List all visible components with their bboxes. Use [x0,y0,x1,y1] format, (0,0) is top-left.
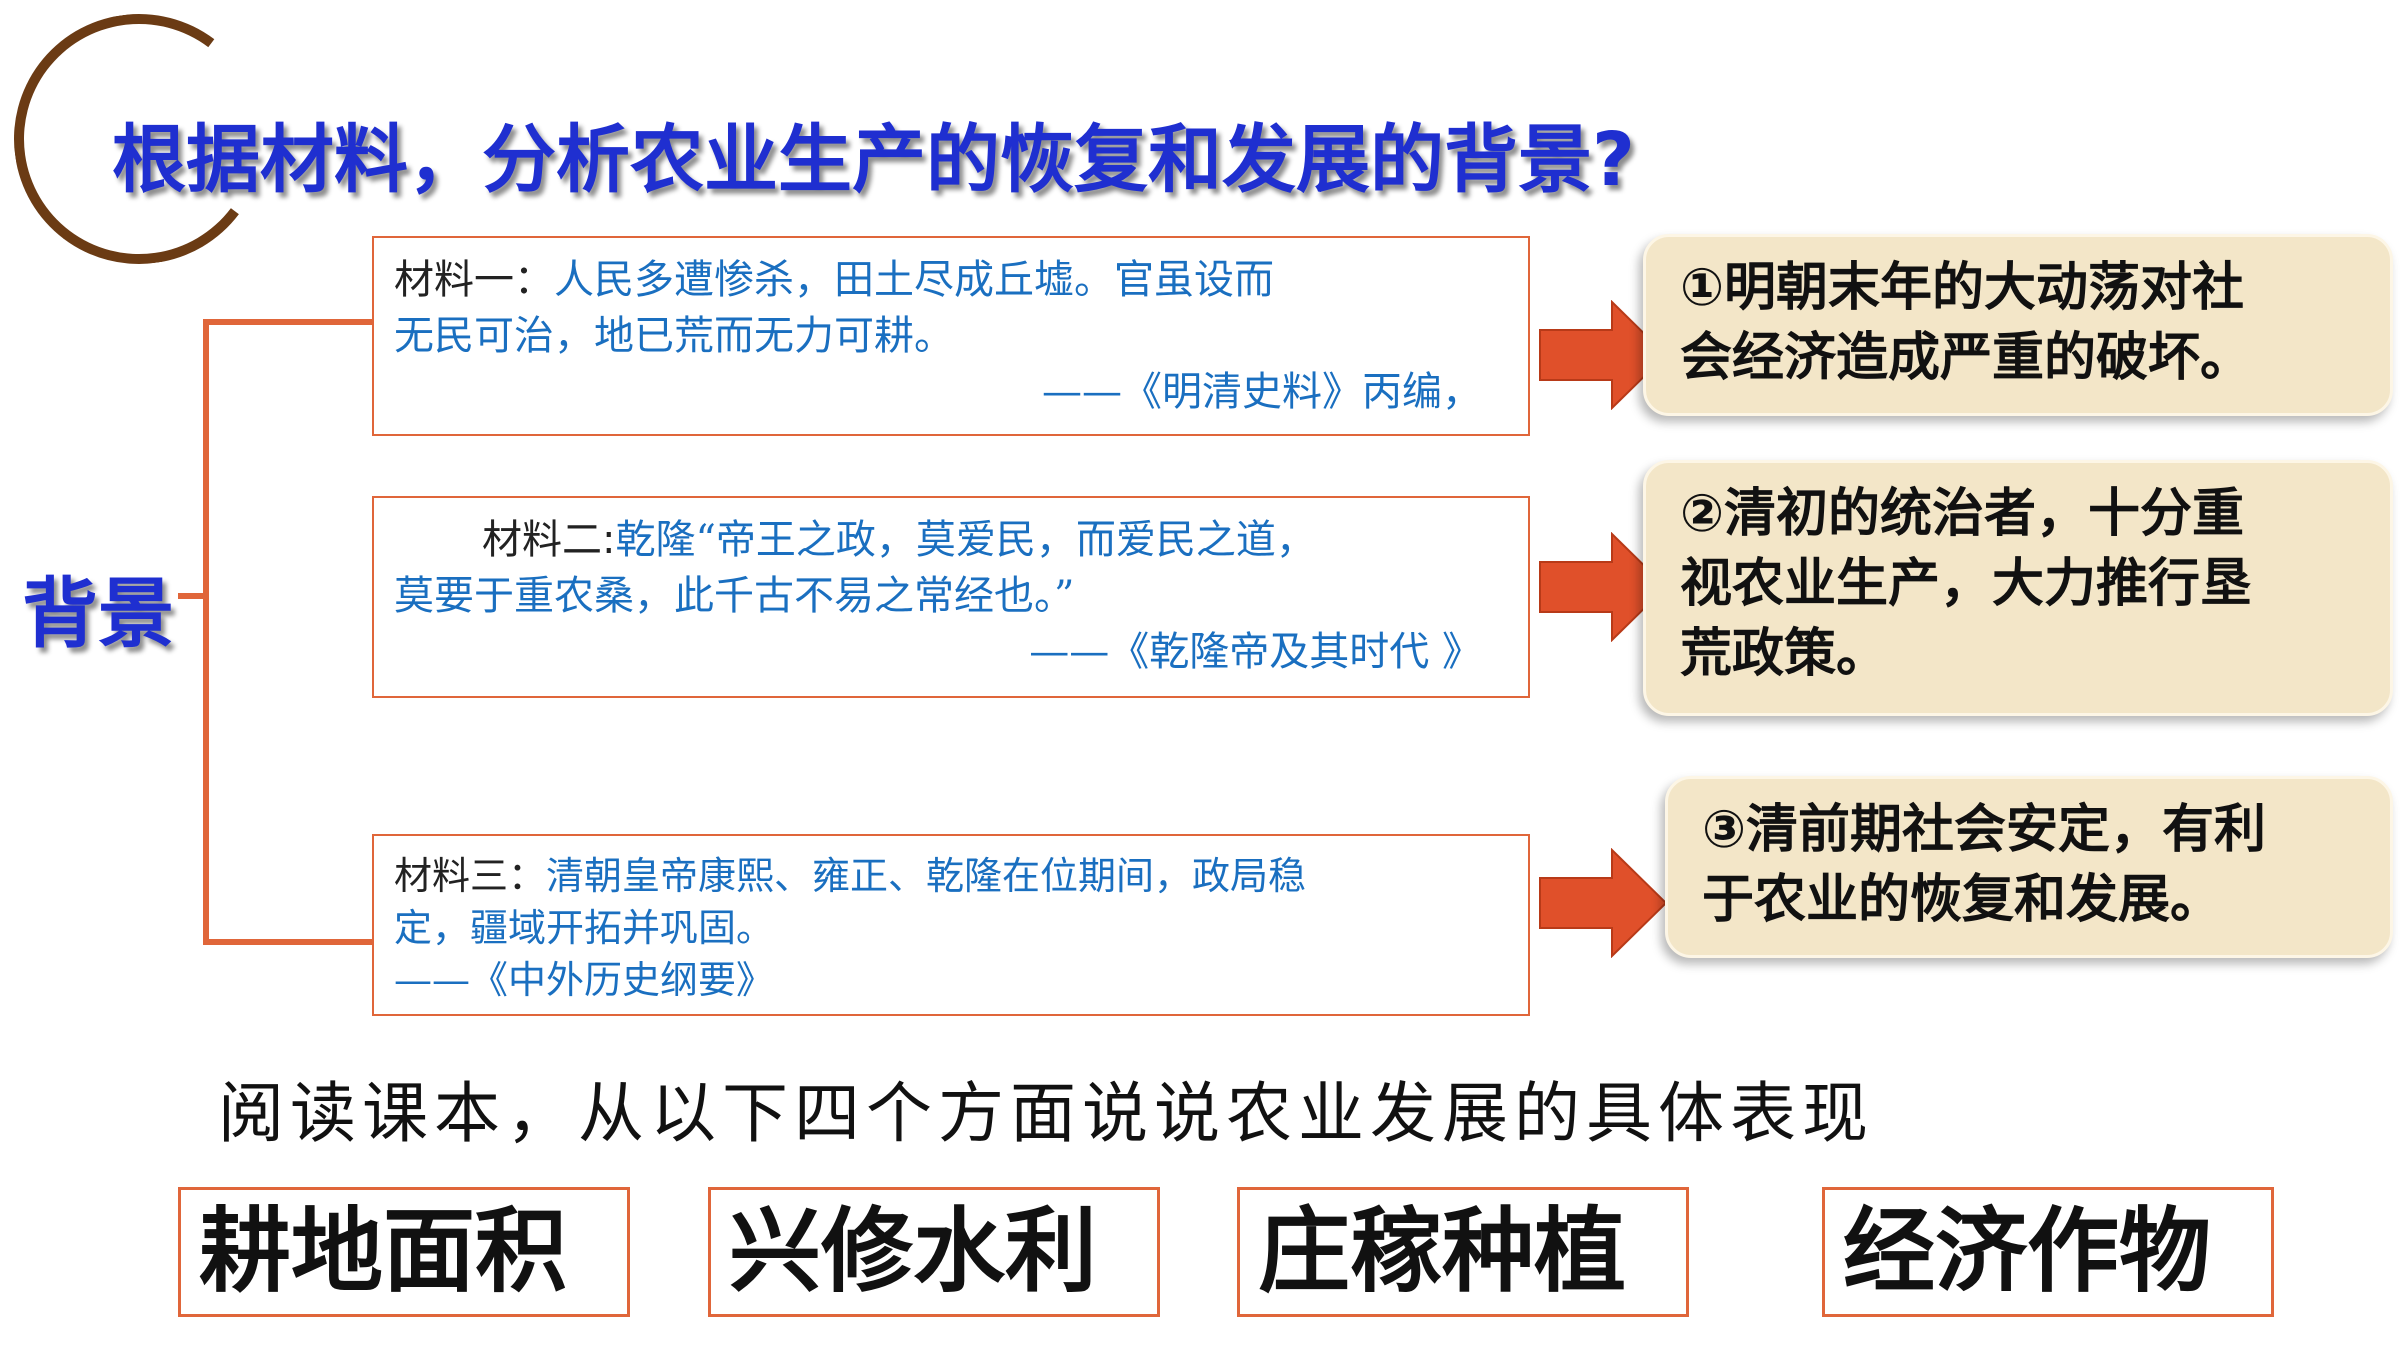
material-line: 材料三：清朝皇帝康熙、雍正、乾隆在位期间，政局稳 [394,850,1512,902]
material-quote: 乾隆“帝王之政，莫爱民，而爱民之道， [615,517,1316,563]
material-line: 材料二:乾隆“帝王之政，莫爱民，而爱民之道， [482,512,1512,568]
conclusion-line: ③清前期社会安定，有利 [1702,800,2267,860]
material-label: 材料一： [394,257,554,303]
conclusion-card-1: ①明朝末年的大动荡对社 会经济造成严重的破坏。 [1643,234,2393,416]
material-quote: 无民可治，地已荒而无力可耕。 [394,313,954,359]
right-arrow-icon [1539,532,1668,642]
aspect-box-irrigation: 兴修水利 [708,1187,1160,1317]
material-source: ——《乾隆帝及其时代 》 [1029,629,1482,675]
material-card-2: 材料二:乾隆“帝王之政，莫爱民，而爱民之道， 莫要于重农桑，此千古不易之常经也。… [372,496,1530,698]
material-quote: 人民多遭惨杀，田土尽成丘墟。官虽设而 [554,257,1274,303]
background-label: 背景 [22,569,174,658]
aspect-box-cash-crops: 经济作物 [1822,1187,2274,1317]
right-arrow-icon [1539,300,1668,410]
material-line: 材料一：人民多遭惨杀，田土尽成丘墟。官虽设而 [394,252,1512,308]
conclusion-line: ①明朝末年的大动荡对社 [1680,258,2245,318]
conclusion-card-3: ③清前期社会安定，有利 于农业的恢复和发展。 [1665,776,2393,958]
material-quote: 定，疆域开拓并巩固。 [394,906,775,950]
aspect-box-crops: 庄稼种植 [1237,1187,1689,1317]
conclusion-line: 视农业生产，大力推行垦 [1680,554,2253,614]
material-label: 材料三： [394,854,547,898]
material-card-1: 材料一：人民多遭惨杀，田土尽成丘墟。官虽设而 无民可治，地已荒而无力可耕。 ——… [372,236,1530,436]
aspect-box-farmland: 耕地面积 [178,1187,630,1317]
material-source: ——《明清史料》丙编， [1042,369,1482,415]
material-quote: 莫要于重农桑，此千古不易之常经也。” [394,573,1075,619]
material-quote: 清朝皇帝康熙、雍正、乾隆在位期间，政局稳 [546,854,1307,898]
page-title: 根据材料，分析农业生产的恢复和发展的背景? [112,117,1635,203]
material-source: ——《中外历史纲要》 [394,958,775,1002]
conclusion-line: ②清初的统治者，十分重 [1680,484,2245,544]
conclusion-card-2: ②清初的统治者，十分重 视农业生产，大力推行垦 荒政策。 [1643,460,2393,716]
conclusion-line: 于农业的恢复和发展。 [1702,870,2223,930]
conclusion-line: 会经济造成严重的破坏。 [1680,328,2253,388]
reading-prompt: 阅读课本，从以下四个方面说说农业发展的具体表现 [218,1075,1874,1152]
material-label: 材料二: [482,517,616,563]
bracket-connector [178,319,372,945]
material-card-3: 材料三：清朝皇帝康熙、雍正、乾隆在位期间，政局稳 定，疆域开拓并巩固。 ——《中… [372,834,1530,1016]
conclusion-line: 荒政策。 [1680,624,1889,684]
right-arrow-icon [1539,848,1668,958]
